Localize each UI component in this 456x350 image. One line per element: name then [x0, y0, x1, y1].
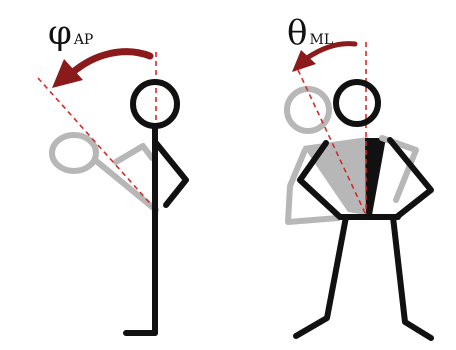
ap-subscript: AP: [73, 32, 94, 48]
theta-symbol: θ: [287, 13, 307, 53]
upright-figure-frontal: [293, 79, 434, 341]
upright-torso: [365, 138, 386, 215]
tilted-figure-frontal: [284, 86, 419, 225]
reference-lines-sagittal: [37, 52, 157, 211]
phi-symbol: φ: [48, 13, 72, 53]
upright-right-arm: [387, 137, 434, 219]
rotation-arrow-frontal: [292, 41, 358, 72]
tilted-torso: [303, 137, 368, 215]
tilted-arm: [113, 143, 155, 165]
left-leg: [293, 214, 349, 339]
ml-subscript: ML: [309, 32, 333, 48]
arc-arrow-frontal: [304, 41, 358, 61]
arc-arrow-sagittal: [68, 48, 154, 77]
upright-figure-sagittal: [123, 79, 189, 336]
tilted-head: [49, 132, 99, 174]
arrowhead-frontal: [292, 50, 316, 72]
rotation-arrow-sagittal: [52, 48, 154, 88]
upright-head: [130, 79, 180, 129]
tilted-left-arm: [285, 147, 341, 225]
right-leg: [390, 214, 434, 341]
tilt-reference-line: [37, 77, 157, 211]
tilted-head-frontal: [284, 86, 332, 134]
upright-left-arm: [297, 140, 343, 220]
tilted-figure-sagittal: [49, 132, 159, 213]
upright-arm: [153, 140, 189, 208]
reference-lines-frontal: [297, 42, 367, 216]
tilted-trunk: [92, 157, 159, 213]
upright-head-frontal: [333, 79, 381, 127]
arrowhead-sagittal: [52, 59, 83, 88]
